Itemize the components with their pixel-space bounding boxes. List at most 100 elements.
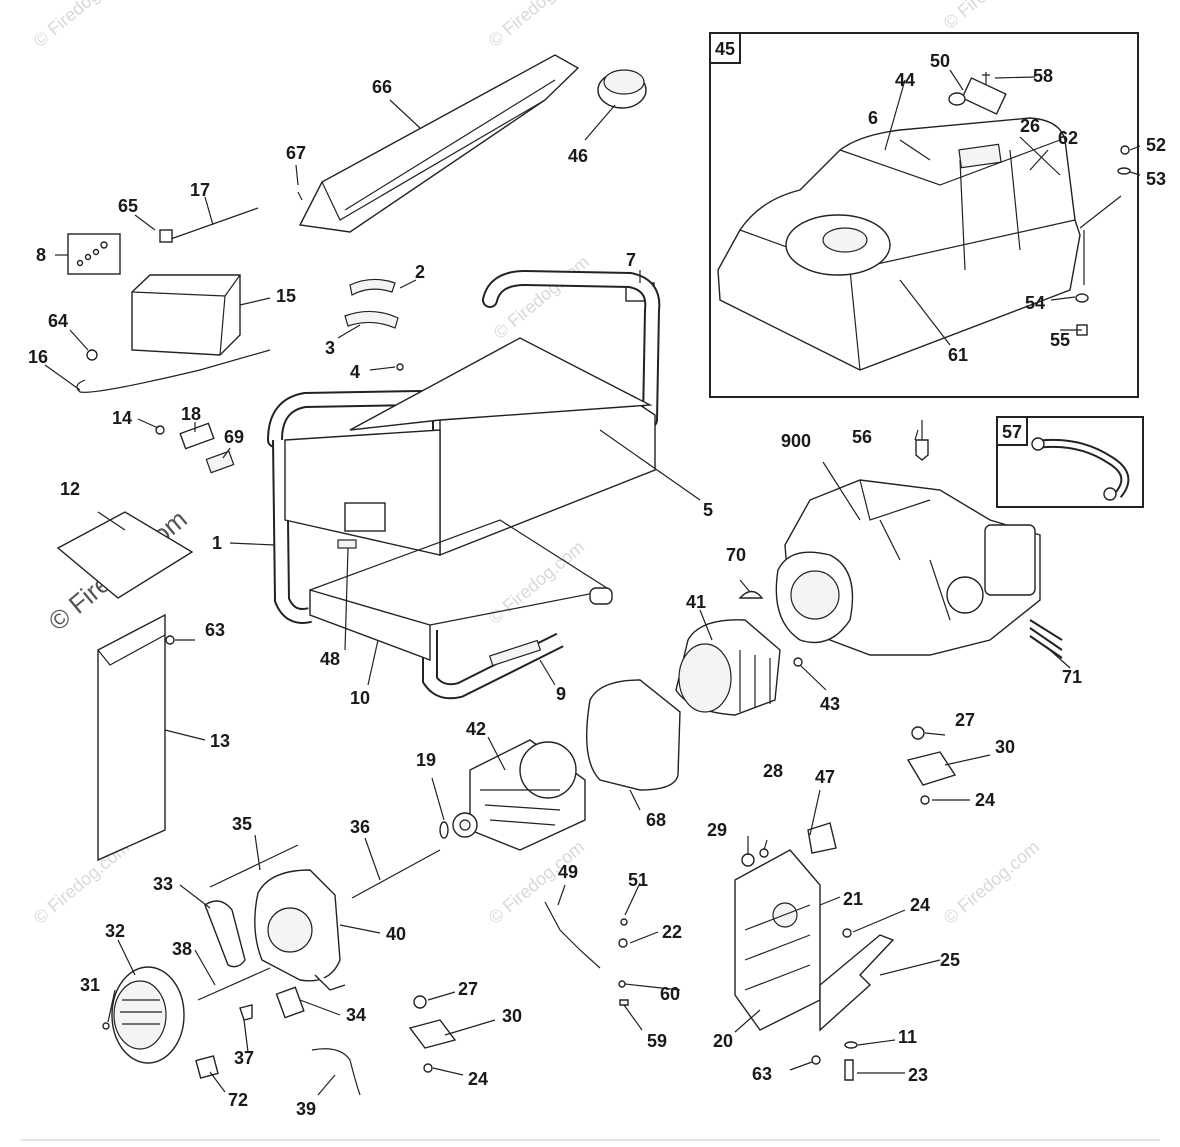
label-40: 40: [386, 924, 406, 944]
nut-24-lower: [423, 1063, 433, 1073]
label-46: 46: [568, 146, 588, 166]
part-67-pin: [297, 191, 303, 201]
nut-27-lower: [413, 995, 427, 1009]
clip-37: [239, 1004, 253, 1021]
screw-31: [102, 1022, 110, 1030]
decal-48: [337, 539, 357, 549]
watermark: © Firedog.com: [485, 0, 588, 51]
label-37: 37: [234, 1048, 254, 1068]
bottom-rule: [20, 1139, 1160, 1141]
mount-30-lower: [408, 1019, 457, 1049]
hose-clamp: [1031, 437, 1045, 451]
nut-29: [741, 853, 755, 867]
label-26: 26: [1020, 116, 1040, 136]
wire-39: [311, 1048, 361, 1096]
fuel-hose-group: 57: [996, 416, 1144, 508]
base-rail-10: [309, 589, 431, 662]
label-16: 16: [28, 347, 48, 367]
outlet-block: [344, 502, 386, 532]
knob-64: [86, 349, 98, 361]
tank-grommet: [1075, 293, 1089, 303]
label-2: 2: [415, 262, 425, 282]
label-71: 71: [1062, 667, 1082, 687]
label-24-upper: 24: [975, 790, 995, 810]
label-63-panel: 63: [205, 620, 225, 640]
label-55: 55: [1050, 330, 1070, 350]
label-25: 25: [940, 950, 960, 970]
label-67: 67: [286, 143, 306, 163]
nut-27-upper: [911, 726, 925, 740]
screw-59: [619, 999, 629, 1006]
frame-top-tray: [349, 337, 653, 431]
label-23: 23: [908, 1065, 928, 1085]
label-35: 35: [232, 814, 252, 834]
label-39: 39: [296, 1099, 316, 1119]
label-43: 43: [820, 694, 840, 714]
group-label-45: 45: [715, 39, 735, 59]
label-9: 9: [556, 684, 566, 704]
left-side-parts: [56, 422, 235, 862]
bracket-25: [819, 934, 895, 1032]
watermark: © Firedog.com: [940, 837, 1043, 928]
label-61: 61: [948, 345, 968, 365]
label-50: 50: [930, 51, 950, 71]
stator-cover-68: [586, 679, 681, 791]
label-41: 41: [686, 592, 706, 612]
strap-16: [79, 349, 271, 393]
muffler-20: [734, 849, 821, 1031]
mount-30-upper: [906, 751, 957, 786]
label-15: 15: [276, 286, 296, 306]
label-27-upper: 27: [955, 710, 975, 730]
fuel-gauge-float: [948, 92, 966, 106]
fuel-valve-56: [915, 439, 929, 461]
bolt-23: [844, 1059, 854, 1081]
fuel-tank-body: [717, 117, 1081, 371]
label-32: 32: [105, 921, 125, 941]
label-52: 52: [1146, 135, 1166, 155]
plate-18: [179, 422, 215, 450]
label-59: 59: [647, 1031, 667, 1051]
end-bell-40: [254, 869, 346, 991]
screw-51: [620, 918, 628, 926]
fuel-cap: [597, 69, 647, 109]
label-20: 20: [713, 1031, 733, 1051]
watermark: © Firedog.com: [485, 537, 588, 628]
label-22: 22: [662, 922, 682, 942]
label-65: 65: [118, 196, 138, 216]
fuel-tank-group: 45: [709, 32, 1139, 398]
label-30-lower: 30: [502, 1006, 522, 1026]
engine-assembly: [775, 420, 1041, 656]
label-36: 36: [350, 817, 370, 837]
label-34: 34: [346, 1005, 366, 1025]
hose-clamp: [1103, 487, 1117, 501]
label-49: 49: [558, 862, 578, 882]
main-frame: [267, 269, 661, 700]
washer-28: [759, 848, 769, 858]
label-17: 17: [190, 180, 210, 200]
label-44: 44: [895, 70, 915, 90]
label-47: 47: [815, 767, 835, 787]
label-53: 53: [1146, 169, 1166, 189]
screw-63-muffler: [811, 1055, 821, 1065]
washer-11: [844, 1041, 858, 1049]
label-12: 12: [60, 479, 80, 499]
label-6: 6: [868, 108, 878, 128]
washer-60: [618, 980, 626, 988]
decal-9: [488, 639, 542, 667]
rear-cover-32: [111, 966, 185, 1064]
watermark: © Firedog.com: [30, 0, 133, 51]
screw-63: [165, 635, 175, 645]
panel-13: [97, 613, 166, 862]
wire-49: [544, 901, 601, 969]
rotor-42: [452, 739, 586, 851]
brush-holder-33: [204, 900, 246, 968]
control-panel-bracket: [284, 429, 441, 556]
nut-24-upper: [920, 795, 930, 805]
bolt-38: [197, 967, 271, 1001]
knob-65: [159, 229, 173, 243]
label-10: 10: [350, 688, 370, 708]
plug-72: [195, 1055, 219, 1079]
label-24-muffler: 24: [910, 895, 930, 915]
fuel-hose-inner: [1039, 440, 1128, 497]
